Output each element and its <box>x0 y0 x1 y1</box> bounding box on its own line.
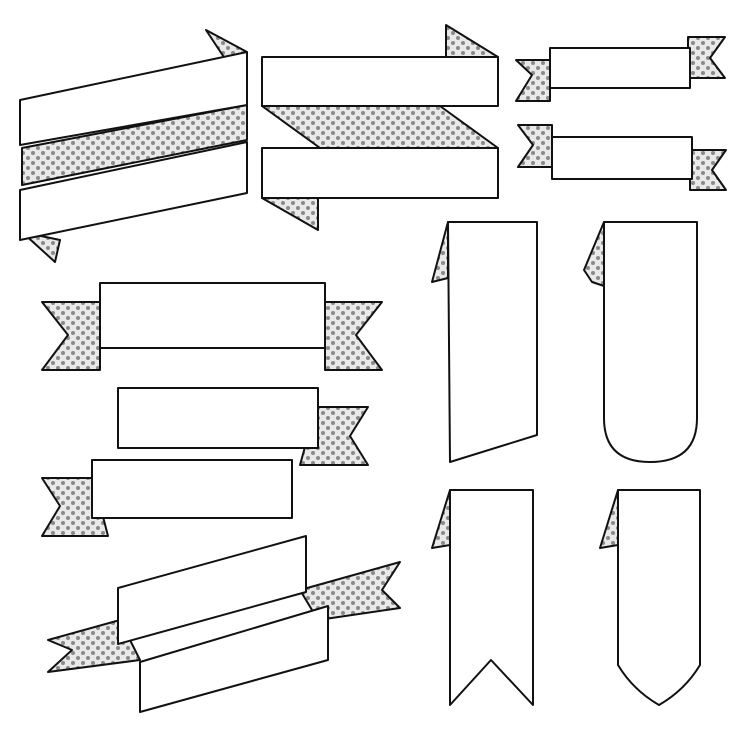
single-tail-banner-left <box>41 459 293 537</box>
vertical-bookmark-pointed <box>599 489 701 706</box>
vertical-bookmark-notched <box>431 489 534 706</box>
slanted-double-banner-bottom <box>47 535 401 713</box>
single-tail-banner-right <box>117 387 369 466</box>
small-swallowtail-banner-middle <box>517 124 727 191</box>
vertical-tag-banner-slanted <box>431 221 538 463</box>
vertical-tag-banner-rounded <box>583 221 698 463</box>
slanted-folded-banner-left <box>19 29 248 263</box>
small-swallowtail-banner-top <box>515 36 726 102</box>
straight-folded-banner-right <box>261 24 499 231</box>
swallowtail-banner-large <box>41 282 383 371</box>
